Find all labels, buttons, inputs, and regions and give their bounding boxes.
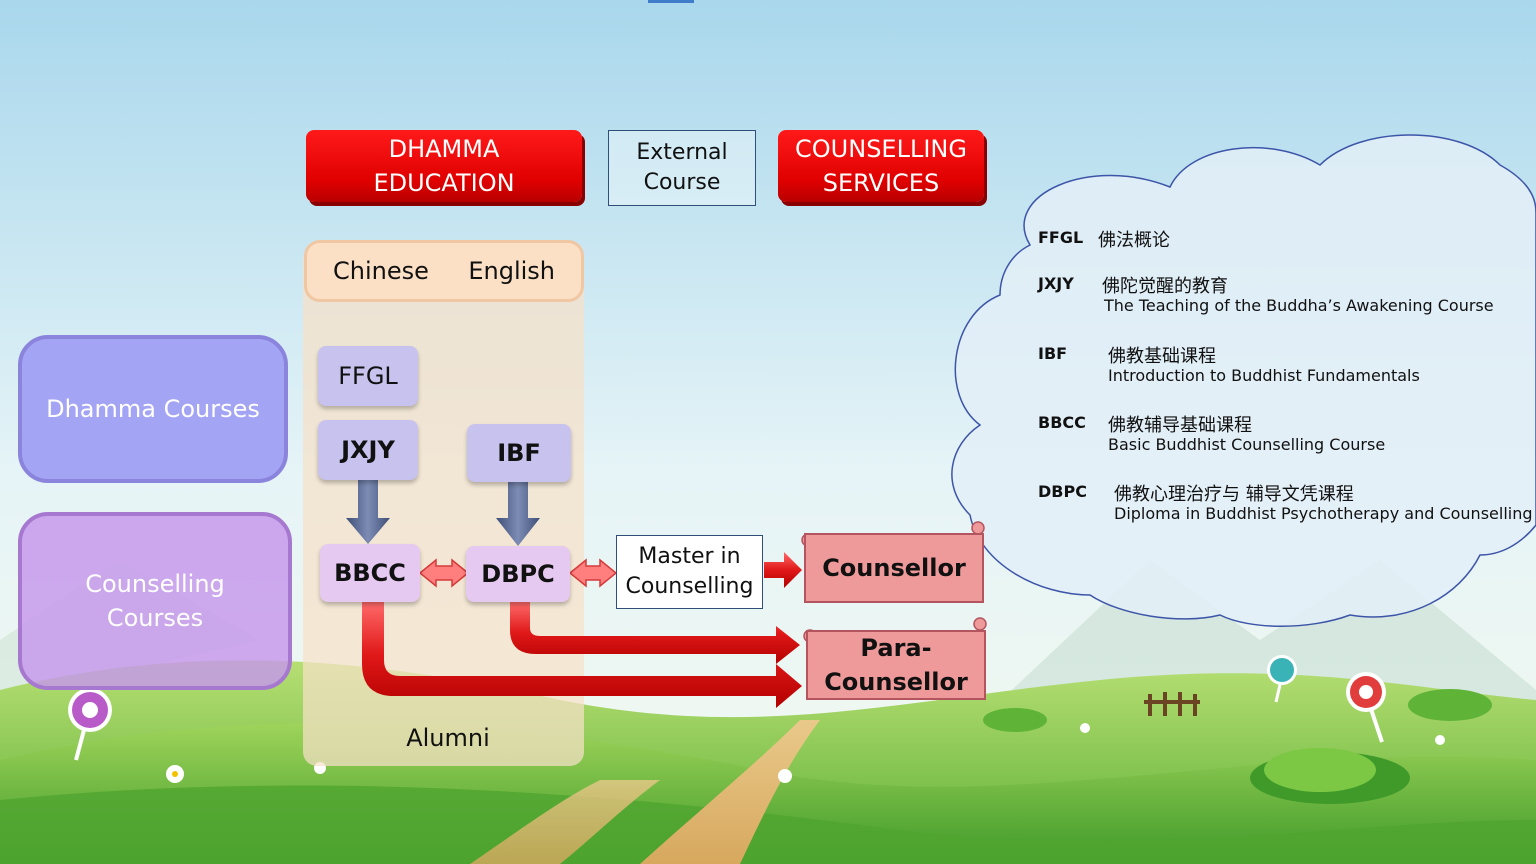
legend-abbr: JXJY <box>1038 274 1074 293</box>
language-bar: Chinese English <box>304 240 584 302</box>
language-english: English <box>468 257 555 285</box>
counselling-courses-box: Counselling Courses <box>18 512 292 690</box>
legend-item-ibf: IBF 佛教基础课程 Introduction to Buddhist Fund… <box>1038 344 1518 390</box>
external-course-header: External Course <box>608 130 756 206</box>
alumni-label: Alumni <box>406 724 490 752</box>
legend-chinese: 佛教基础课程 <box>1108 346 1216 367</box>
legend-english: Diploma in Buddhist Psychotherapy and Co… <box>1114 504 1533 523</box>
course-jxjy: JXJY <box>318 420 418 480</box>
legend-chinese: 佛教心理治疗与 辅导文凭课程 <box>1114 484 1354 505</box>
legend-cloud <box>951 134 1536 627</box>
legend-item-jxjy: JXJY 佛陀觉醒的教育 The Teaching of the Buddha’… <box>1038 274 1518 320</box>
legend-abbr: DBPC <box>1038 482 1087 501</box>
counselling-services-header: COUNSELLING SERVICES <box>778 130 984 202</box>
para-counsellor-scroll: Para- Counsellor <box>806 630 986 700</box>
arrow-dbpc-master <box>568 558 618 588</box>
language-chinese: Chinese <box>333 257 429 285</box>
dhamma-courses-box: Dhamma Courses <box>18 335 288 483</box>
legend-chinese: 佛教辅导基础课程 <box>1108 415 1252 436</box>
arrow-bbcc-dbpc <box>418 558 470 588</box>
course-ffgl: FFGL <box>318 346 418 406</box>
legend-item-dbpc: DBPC 佛教心理治疗与 辅导文凭课程 Diploma in Buddhist … <box>1038 482 1533 528</box>
course-ibf: IBF <box>467 424 571 482</box>
master-in-counselling-box: Master in Counselling <box>616 535 763 609</box>
arrow-bbcc-to-para-counsellor <box>362 602 802 708</box>
arrow-jxjy-to-bbcc <box>346 480 390 544</box>
counsellor-scroll: Counsellor <box>804 533 984 603</box>
legend-english: Introduction to Buddhist Fundamentals <box>1108 366 1420 385</box>
legend-abbr: IBF <box>1038 344 1068 363</box>
arrow-ibf-to-dbpc <box>496 482 540 546</box>
arrow-master-to-counsellor <box>764 552 802 588</box>
legend-abbr: BBCC <box>1038 413 1086 432</box>
arrow-dbpc-to-para-counsellor <box>510 602 800 664</box>
course-bbcc: BBCC <box>320 544 420 602</box>
legend-item-ffgl: FFGL 佛法概论 <box>1038 228 1518 252</box>
legend-english: Basic Buddhist Counselling Course <box>1108 435 1386 454</box>
legend-chinese: 佛陀觉醒的教育 <box>1102 276 1228 297</box>
dhamma-education-header: DHAMMA EDUCATION <box>306 130 582 202</box>
legend-abbr: FFGL <box>1038 228 1084 247</box>
legend-chinese: 佛法概论 <box>1098 230 1170 251</box>
legend-english: The Teaching of the Buddha’s Awakening C… <box>1104 296 1494 315</box>
legend-item-bbcc: BBCC 佛教辅导基础课程 Basic Buddhist Counselling… <box>1038 413 1518 459</box>
course-dbpc: DBPC <box>466 546 570 602</box>
